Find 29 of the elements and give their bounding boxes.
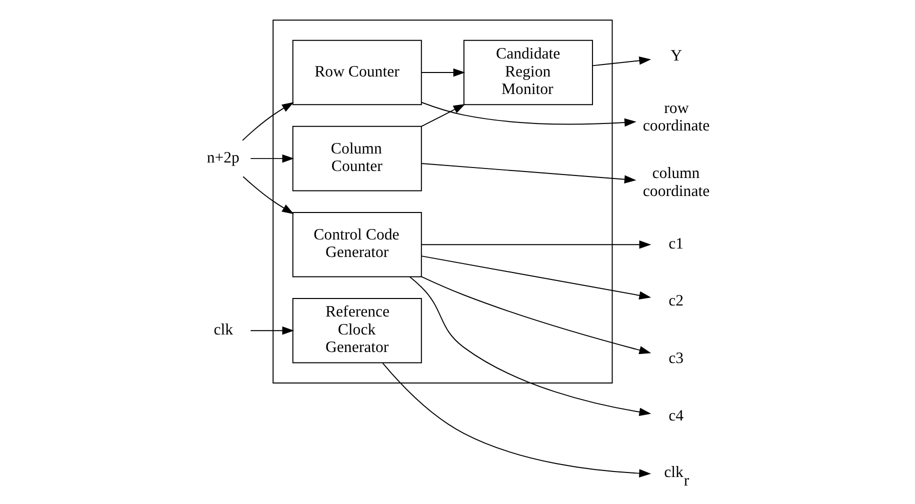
node-text: Y (670, 47, 682, 64)
node-text: c1 (668, 235, 684, 252)
arrow (250, 326, 294, 335)
arrow (409, 276, 652, 416)
arrow (421, 163, 636, 184)
arrow (242, 102, 294, 141)
arrow (421, 256, 652, 300)
node-text: c3 (668, 350, 684, 368)
cluster (272, 20, 613, 384)
node-text: clk (214, 321, 234, 338)
arrow (242, 176, 294, 214)
arrow (421, 104, 466, 127)
arrow (421, 276, 652, 354)
node-text: c2 (668, 292, 684, 310)
node-box: Column Counter (292, 126, 422, 192)
arrow (421, 68, 466, 77)
node-box: Candidate Region Monitor (463, 40, 593, 106)
arrow (250, 154, 294, 163)
arrow (382, 362, 652, 478)
node-text: n+2p (206, 149, 240, 166)
arrow (421, 240, 652, 249)
node-box: Control Code Generator (292, 212, 422, 278)
arrow (421, 102, 636, 127)
node-text: row coordinate (642, 100, 710, 135)
node-text: column coordinate (642, 165, 710, 200)
node-text: c4 (668, 407, 684, 424)
node-box: Row Counter (292, 40, 422, 106)
node-box: Reference Clock Generator (292, 298, 422, 364)
arrow (592, 56, 652, 66)
